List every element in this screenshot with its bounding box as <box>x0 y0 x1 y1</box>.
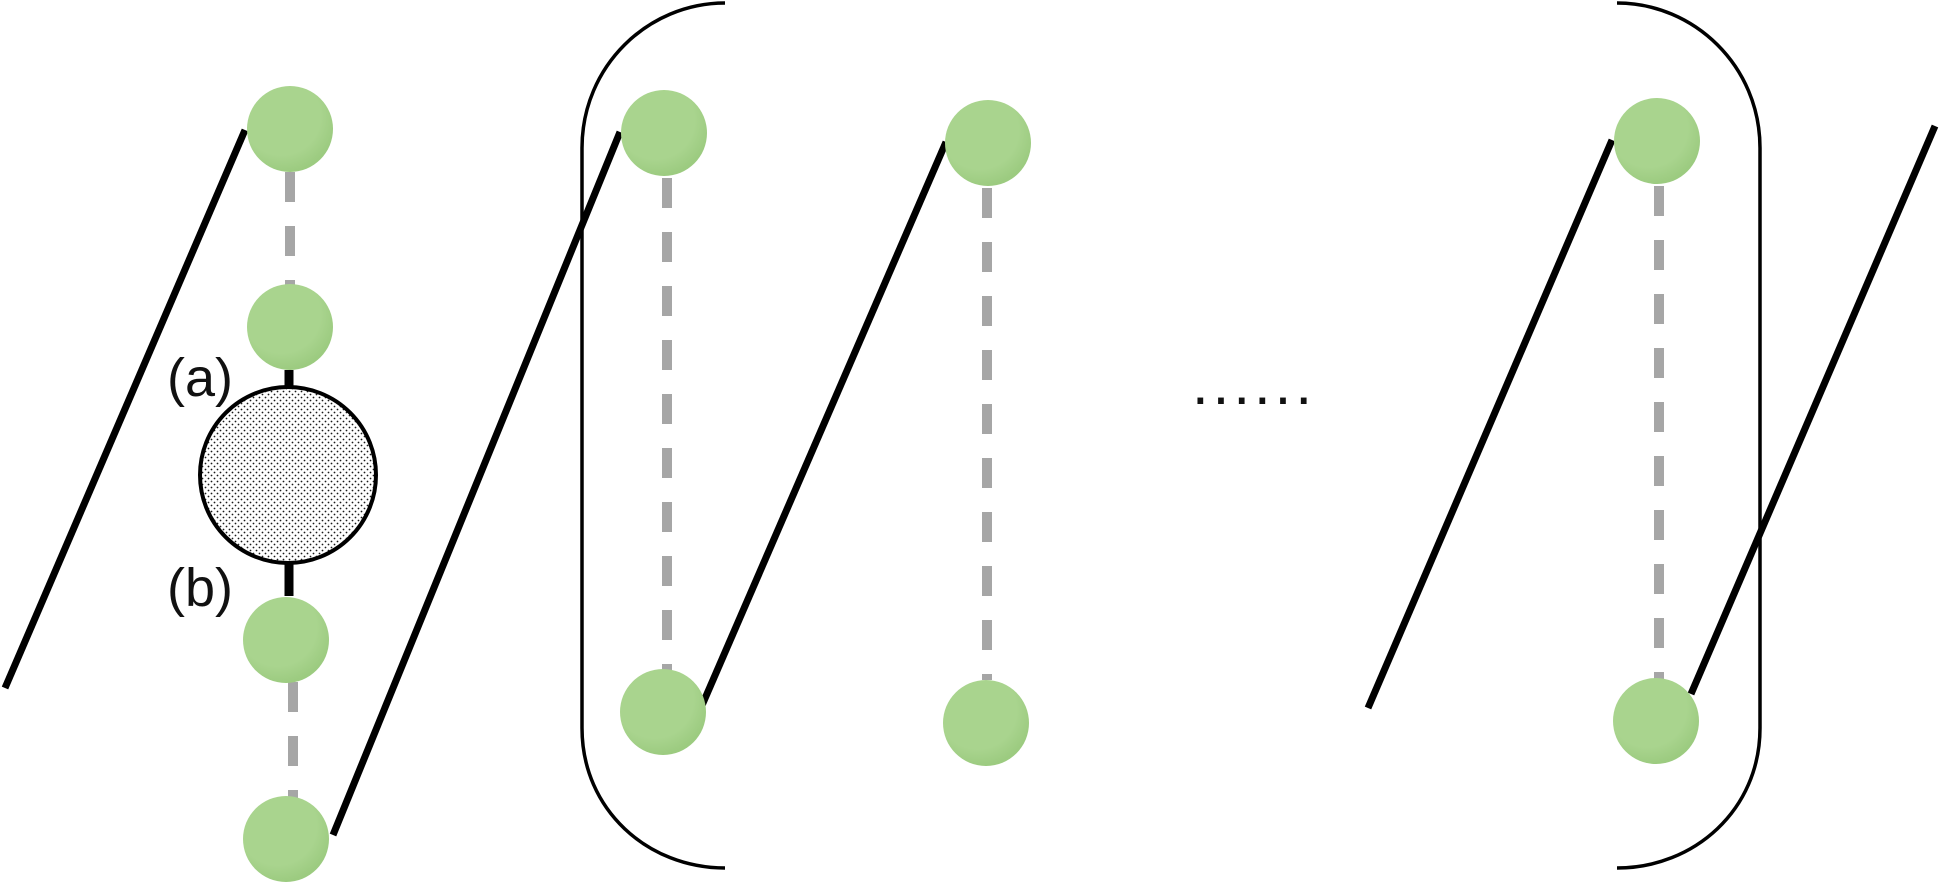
group-bracket <box>580 1 1762 870</box>
node-col1-2 <box>247 284 333 370</box>
node-col1-1 <box>247 86 333 172</box>
node-col2-bottom <box>620 669 706 755</box>
node-col4-top <box>1614 98 1700 184</box>
node-col1-3 <box>243 597 329 683</box>
nodes <box>243 86 1700 882</box>
label-b: (b) <box>167 558 233 618</box>
solid-link-3 <box>696 140 950 712</box>
bracket-left <box>580 1 726 870</box>
solid-link-4 <box>1364 138 1616 710</box>
solid-link-2 <box>329 130 624 837</box>
central-node <box>198 385 378 565</box>
node-col2-top <box>621 90 707 176</box>
label-a: (a) <box>167 348 233 408</box>
node-col3-top <box>945 100 1031 186</box>
dashed-links <box>285 172 1664 800</box>
ellipsis-text: ...... <box>1192 350 1316 417</box>
bracket-right <box>1616 1 1762 870</box>
node-col3-bottom <box>943 680 1029 766</box>
node-col1-4 <box>243 796 329 882</box>
solid-link-5 <box>1687 124 1939 696</box>
node-col4-bottom <box>1613 678 1699 764</box>
solid-link-1 <box>1 128 249 690</box>
solid-links <box>1 124 1939 837</box>
